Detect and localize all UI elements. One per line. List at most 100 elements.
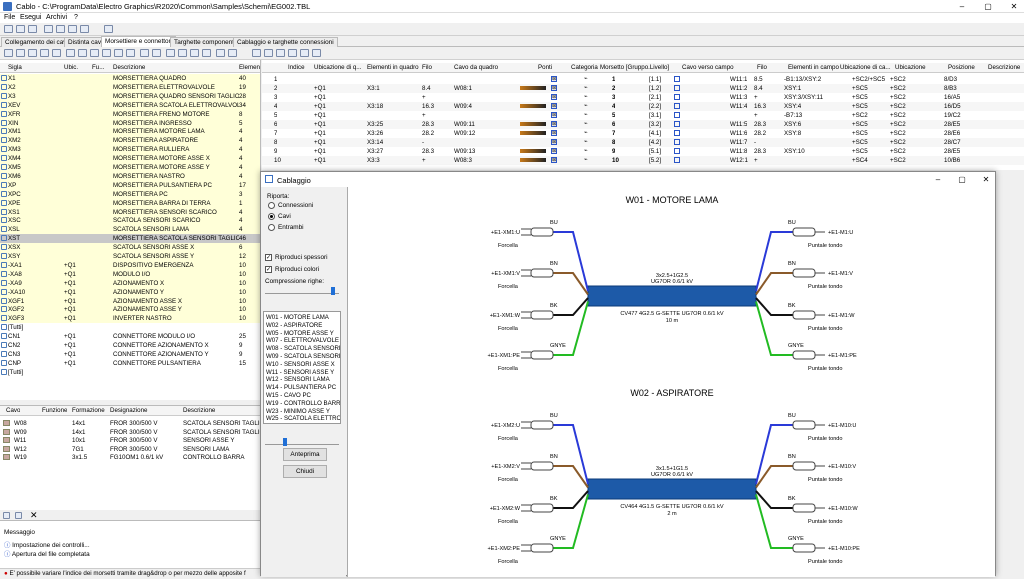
tool-c-icon[interactable] — [276, 49, 285, 57]
tab-collegamento-cavi[interactable]: Collegamento dei cavi — [1, 37, 72, 47]
grid-col-header[interactable]: Cavo verso campo — [682, 64, 734, 71]
tool-e-icon[interactable] — [300, 49, 309, 57]
arrow-down-icon[interactable] — [152, 49, 161, 57]
terminal-list-row[interactable]: [Tutti] — [0, 323, 260, 332]
tool-d-icon[interactable] — [288, 49, 297, 57]
checkbox-colori[interactable]: ✓ — [265, 266, 272, 273]
col-ubic[interactable]: Ubic. — [64, 64, 79, 71]
field-cable-icon[interactable] — [674, 157, 680, 163]
clear-log-icon[interactable]: ✕ — [30, 510, 38, 520]
cable-list-item[interactable]: W02 - ASPIRATORE — [266, 321, 323, 329]
layout-icon[interactable] — [228, 49, 237, 57]
split-icon[interactable] — [126, 49, 135, 57]
bridge-icon[interactable]: ⊠ — [551, 85, 557, 91]
cable-list-item[interactable]: W09 - SCATOLA SENSORI TAGLIO — [266, 353, 341, 360]
edit-icon[interactable] — [40, 49, 49, 57]
table-remove-icon[interactable] — [202, 49, 211, 57]
radio-entrambi[interactable] — [268, 224, 275, 231]
menu-archivi[interactable]: Archivi — [46, 14, 68, 21]
close-icon[interactable]: ✕ — [1010, 2, 1018, 11]
filter-icon[interactable] — [28, 49, 37, 57]
checkbox-spessori-label[interactable]: Riproduci spessori — [275, 254, 328, 261]
grid-col-header[interactable]: Categoria — [571, 64, 598, 71]
tool-f-icon[interactable] — [312, 49, 321, 57]
grid-col-header[interactable]: Elementi in campo — [788, 64, 839, 71]
save-icon[interactable] — [28, 25, 37, 33]
field-cable-icon[interactable] — [674, 76, 680, 82]
dialog-maximize-icon[interactable]: ▢ — [958, 175, 966, 184]
cable-icon[interactable] — [102, 49, 111, 57]
field-cable-icon[interactable] — [674, 130, 680, 136]
terminal-list-row[interactable]: [Tutti] — [0, 368, 260, 377]
copy-log-icon[interactable] — [15, 512, 22, 519]
cable-list-item[interactable]: W10 - SENSORI ASSE X — [266, 360, 335, 368]
list-slider-thumb[interactable] — [283, 438, 287, 446]
new-icon[interactable] — [4, 25, 13, 33]
field-cable-icon[interactable] — [674, 112, 680, 118]
col-fu[interactable]: Fu... — [92, 64, 105, 71]
merge-icon[interactable] — [114, 49, 123, 57]
grid-col-header[interactable]: Ubicazione — [895, 64, 926, 71]
radio-entrambi-label[interactable]: Entrambi — [278, 224, 304, 231]
field-cable-icon[interactable] — [674, 85, 680, 91]
grid-col-header[interactable]: Indice — [288, 64, 305, 71]
field-cable-icon[interactable] — [674, 94, 680, 100]
info-icon[interactable] — [178, 49, 187, 57]
table-icon[interactable] — [80, 25, 89, 33]
maximize-icon[interactable]: ▢ — [984, 2, 992, 11]
bridge-icon[interactable]: ⊠ — [551, 94, 557, 100]
grid-icon[interactable] — [68, 25, 77, 33]
grid-col-header[interactable]: Filo — [757, 64, 767, 71]
col-elementi[interactable]: Elementi — [239, 64, 261, 71]
help-icon[interactable] — [104, 25, 113, 33]
bridge-icon[interactable]: ⊠ — [551, 157, 557, 163]
field-cable-icon[interactable] — [674, 121, 680, 127]
dialog-close-icon[interactable]: ✕ — [982, 175, 990, 184]
menu-esegui[interactable]: Esegui — [20, 14, 42, 21]
menu-file[interactable]: File — [4, 14, 16, 21]
compressione-slider[interactable] — [265, 287, 339, 295]
terminal-icon[interactable] — [78, 49, 87, 57]
cable-list-item[interactable]: W23 - MINIMO ASSE Y — [266, 407, 330, 415]
grid-col-header[interactable]: Ubicazione di ca... — [840, 64, 891, 71]
sort-icon[interactable] — [66, 49, 75, 57]
grid-col-header[interactable]: Morsetto [Gruppo.Livello] — [600, 64, 670, 71]
bridge-icon[interactable]: ⊠ — [551, 76, 557, 82]
col-descrizione-cavo[interactable]: Descrizione — [183, 407, 216, 414]
bridge-icon[interactable]: ⊠ — [551, 121, 557, 127]
bridge-icon[interactable]: ⊠ — [551, 139, 557, 145]
cable-list-item[interactable]: W11 - SENSORI ASSE Y — [266, 368, 335, 376]
col-formazione[interactable]: Formazione — [72, 407, 105, 414]
